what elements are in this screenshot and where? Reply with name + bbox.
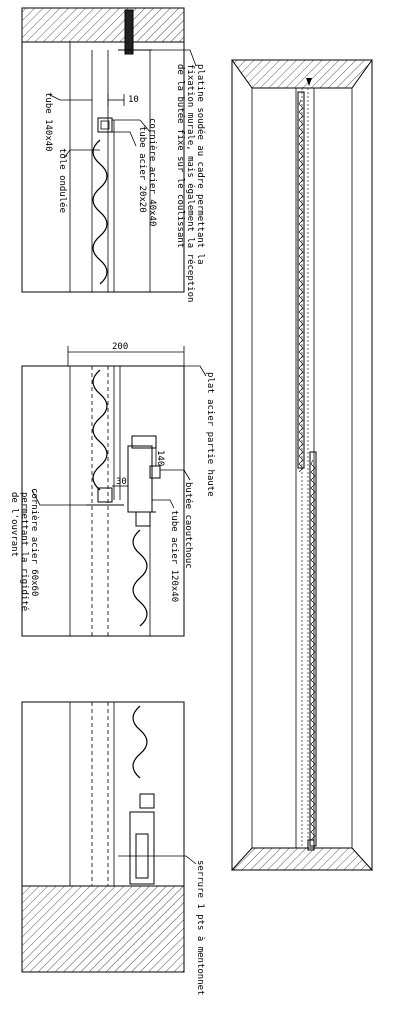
leaf-lower [309,451,317,847]
label-corniere-60-2: permettant la rigidité [19,492,30,611]
lock-housing [129,811,155,885]
label-tole: tôle ondulée [57,148,68,213]
dim-10: 10 [128,95,139,105]
label-plat: plat acier partie haute [205,372,215,497]
corrugated-sheet-middle-lower [132,529,148,627]
label-platine-3: de la butée fixe sur le coulissant [175,64,186,248]
detail-bottom: serrure 1 pts à mentonnet [21,701,205,995]
frame-middle [21,365,185,637]
corrugated-sheet-bottom [132,705,148,779]
label-tube-20: tube acier 20x20 [137,126,147,213]
corrugated-sheet-middle-upper [92,369,108,491]
wall-hatch-top [21,7,185,43]
leaf-upper [297,91,305,469]
dim-140: 140 [155,450,165,466]
label-tube-140: tube 140x40 [43,92,53,152]
elevation-bottom-wall [230,847,374,871]
elevation-top-wall [231,59,373,89]
label-corniere-40: cornière acier 40x40 [147,118,158,226]
tube-120 [127,445,153,513]
detail-middle: 200 140 30 plat acier partie haute butée… [9,342,215,637]
label-butee: butée caoutchouc [183,482,194,569]
label-serrure: serrure 1 pts à mentonnet [195,860,205,995]
wall-hatch-bottom [21,885,185,973]
label-corniere-60-3: de l'ouvrant [9,492,19,557]
dim-200: 200 [112,342,128,352]
dim-30: 30 [116,477,127,487]
tube-20-top [97,117,113,133]
label-platine-1: platine soudée au cadre permettant la [195,64,206,264]
corrugated-sheet-top [92,139,108,285]
bolt [124,9,134,55]
detail-top: 10 platine soudée au cadre permettant la… [21,7,206,302]
elevation-view [230,59,374,871]
label-platine-2: fixation murale, mais également la récep… [185,64,196,302]
label-tube-120: tube acier 120x40 [169,510,179,602]
label-corniere-60-1: cornière acier 60x60 [29,488,40,596]
frame-bottom [21,701,185,887]
